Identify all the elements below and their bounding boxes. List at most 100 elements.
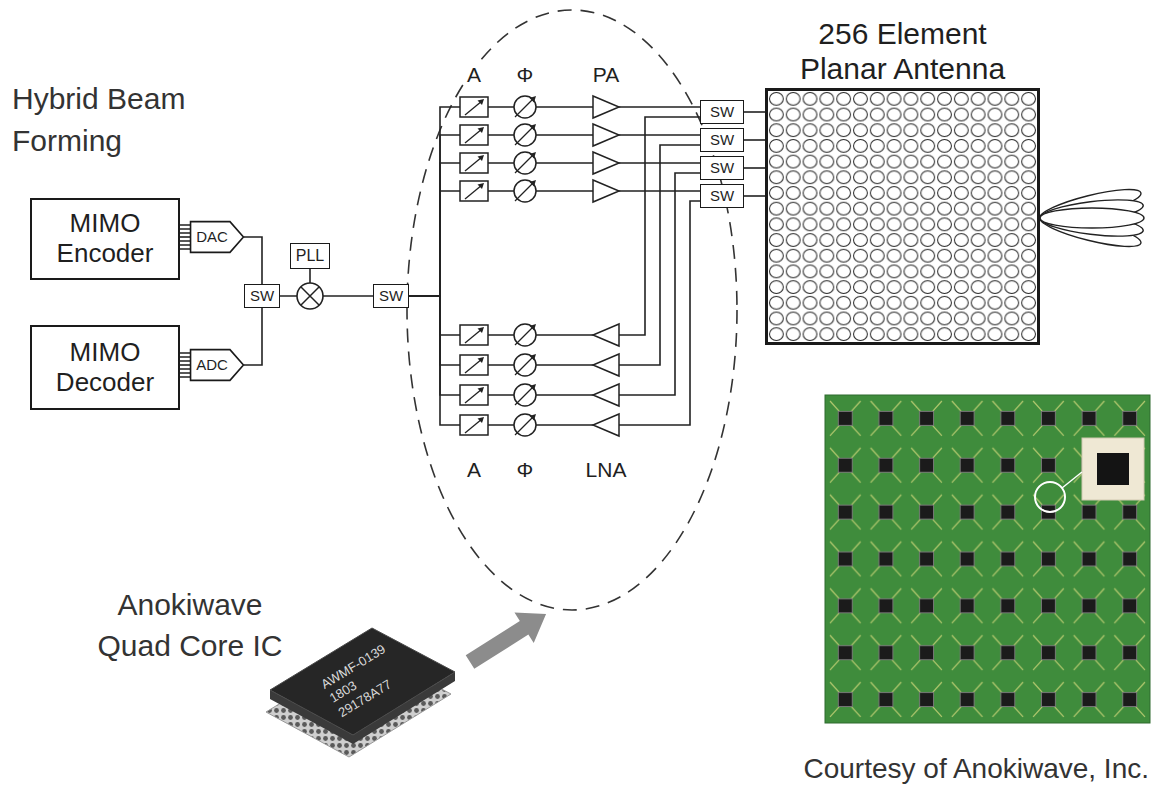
attenuator-symbol <box>460 325 488 345</box>
connector-wire <box>409 145 700 365</box>
switch-box: SW <box>373 284 409 308</box>
chip-boundary-dashed <box>407 10 737 610</box>
converter-outline-shape <box>191 222 244 253</box>
phase-shifter-symbol <box>514 152 536 174</box>
node-label: SW <box>250 287 274 304</box>
phase-shifter-symbol <box>514 354 536 376</box>
connector-wire <box>409 163 700 296</box>
diagram-title: Hybrid Beam Forming <box>12 78 212 162</box>
switch-box: SW <box>700 100 744 124</box>
phase-shifter-symbol <box>514 180 536 202</box>
connector-wire <box>409 173 700 395</box>
data-bus-lines <box>180 353 190 377</box>
beam-lobe <box>1039 208 1145 241</box>
attenuator-symbol <box>460 385 488 405</box>
node-label: SW <box>710 131 734 148</box>
attenuator-symbol <box>460 153 488 173</box>
connector-wire <box>280 295 373 297</box>
attenuator-symbol <box>460 415 488 435</box>
pcb-inset-chip <box>1097 453 1129 485</box>
pcb-inset <box>1082 438 1144 500</box>
beam-lobes <box>1038 183 1145 253</box>
beam-lobe <box>1040 208 1144 228</box>
power-amplifier-symbol <box>593 180 619 202</box>
connector-wire <box>744 195 765 197</box>
connector-wire <box>409 107 700 296</box>
attenuator-symbol <box>460 97 488 117</box>
mixer-symbol <box>297 283 323 309</box>
power-amplifier-symbol <box>593 152 619 174</box>
converter-shape: ADC <box>190 349 244 381</box>
node-label: SW <box>710 159 734 176</box>
connector-wire <box>409 201 700 425</box>
power-amplifier-symbol <box>593 124 619 146</box>
switch-box: SW <box>700 156 744 180</box>
antenna-element-grid <box>768 91 1037 342</box>
connector-wire <box>744 139 765 141</box>
connector-wire <box>244 308 262 365</box>
processor-box: MIMO Encoder <box>30 198 180 280</box>
phase-shifter-symbol <box>514 384 536 406</box>
column-label: Φ <box>514 63 537 86</box>
antenna-heading: 256 Element Planar Antenna <box>788 17 1018 86</box>
column-label: Φ <box>514 458 537 481</box>
node-label: MIMO Encoder <box>38 209 172 269</box>
column-label: LNA <box>583 458 630 481</box>
phase-shifter-symbol <box>514 96 536 118</box>
connector-wire <box>744 167 765 169</box>
attenuator-symbol <box>460 125 488 145</box>
heading-block: 256 Element Planar Antenna <box>788 17 1018 86</box>
low-noise-amplifier-symbol <box>593 354 619 376</box>
processor-box: MIMO Decoder <box>30 325 180 410</box>
phase-shifter-symbol <box>514 124 536 146</box>
attenuator-symbol <box>460 181 488 201</box>
low-noise-amplifier-symbol <box>593 384 619 406</box>
connector-wire <box>244 237 262 284</box>
pcb-highlight-leader <box>1062 472 1082 488</box>
low-noise-amplifier-symbol <box>593 324 619 346</box>
connector-group <box>180 107 765 425</box>
column-label: A <box>464 458 484 481</box>
power-amplifier-symbol <box>593 96 619 118</box>
planar-antenna: 256 Element Planar Antenna <box>765 88 1040 345</box>
node-label: SW <box>710 187 734 204</box>
switch-box: SW <box>700 184 744 208</box>
attenuator-symbol <box>460 355 488 375</box>
switch-box: SW <box>700 128 744 152</box>
part-label: Anokiwave Quad Core IC <box>85 585 295 666</box>
node-label: PLL <box>296 247 324 265</box>
pointer-arrow <box>460 599 555 678</box>
phase-shifter-symbol <box>514 414 536 436</box>
column-label: PA <box>590 63 622 86</box>
node-label: DAC <box>196 228 228 245</box>
connector-wire <box>180 364 190 366</box>
node-label: MIMO Decoder <box>38 338 172 398</box>
node-label: SW <box>379 287 403 304</box>
node-label: ADC <box>196 356 228 373</box>
beam-lobe <box>1039 195 1145 228</box>
connector-wire <box>409 117 700 335</box>
connector-wire <box>180 236 190 238</box>
connector-wire <box>409 191 700 296</box>
column-label: A <box>464 63 484 86</box>
credit-caption: Courtesy of Anokiwave, Inc. <box>803 752 1149 786</box>
pcb-highlight-circle <box>1035 482 1065 512</box>
pll-box: PLL <box>290 243 330 269</box>
converter-shape: DAC <box>190 221 244 253</box>
node-label: SW <box>710 103 734 120</box>
lo-wire <box>309 269 311 283</box>
connector-wire <box>409 135 700 296</box>
switch-box: SW <box>244 284 280 308</box>
phase-shifter-symbol <box>514 324 536 346</box>
converter-outline-shape <box>191 350 244 381</box>
pointer-arrow-shape <box>460 599 555 678</box>
mixer-cross <box>301 287 319 305</box>
connector-wire <box>744 111 765 113</box>
low-noise-amplifier-symbol <box>593 414 619 436</box>
chip-top <box>270 628 455 735</box>
data-bus-lines <box>180 225 190 249</box>
chip-marking: AWMF-0139180329178A77 <box>318 641 405 720</box>
